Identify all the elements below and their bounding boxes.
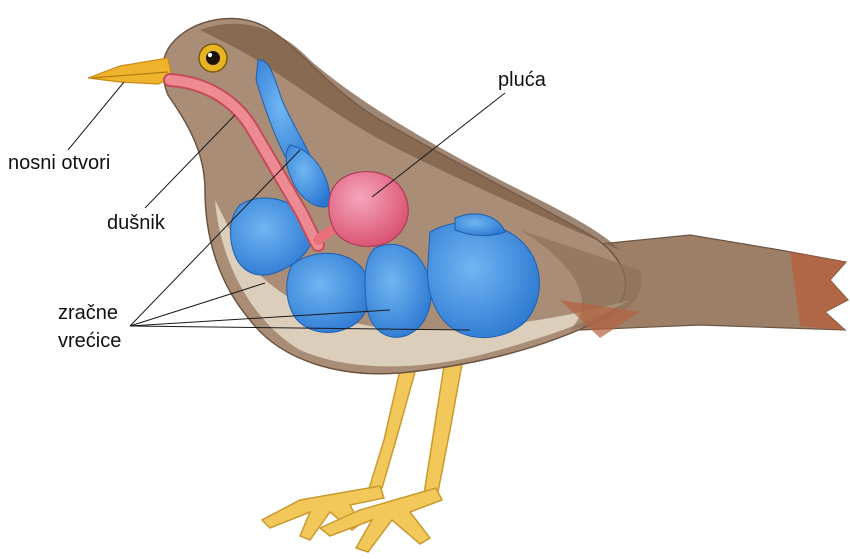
label-air-sacs-line1: zračne — [58, 301, 118, 325]
lungs — [329, 172, 408, 247]
bird-beak — [88, 58, 172, 84]
label-nostrils: nosni otvori — [8, 151, 110, 175]
label-air-sacs-line2: vrećice — [58, 329, 121, 353]
bird-eye — [199, 44, 227, 72]
label-lungs: pluća — [498, 68, 546, 92]
label-trachea: dušnik — [107, 211, 165, 235]
bird-legs — [262, 360, 462, 552]
